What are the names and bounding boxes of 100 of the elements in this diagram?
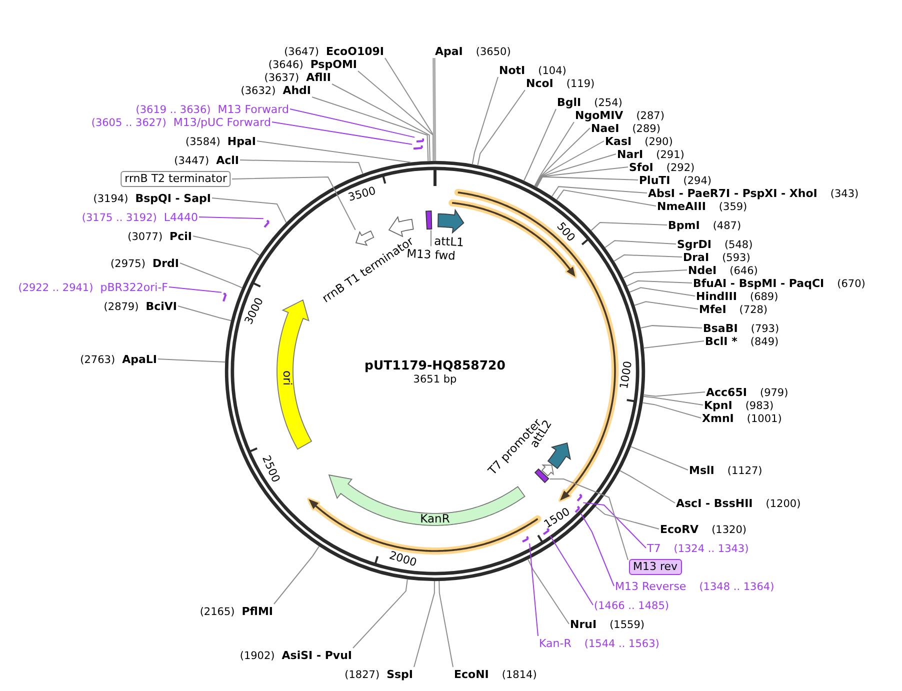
leader-line <box>438 580 454 668</box>
site-position: (1200) <box>766 498 801 511</box>
site-position: (983) <box>745 400 774 413</box>
site-position: (1001) <box>746 413 782 426</box>
primer-mark <box>414 137 424 144</box>
enzyme-name: KasI <box>605 135 632 148</box>
leader-line <box>430 230 432 247</box>
leader-line <box>595 506 660 530</box>
enzyme-name: SgrDI <box>677 238 712 251</box>
enzyme-name: BglI <box>557 96 582 109</box>
leader-line <box>272 122 413 145</box>
primer-mark <box>576 493 584 503</box>
leader-line <box>582 502 646 548</box>
enzyme-name: SspI <box>386 668 413 681</box>
enzyme-name: BspQI - SapI <box>135 192 211 205</box>
site-position: (3077) <box>128 231 163 244</box>
scale-label: 2500 <box>260 454 283 485</box>
primer-name: L4440 <box>164 211 198 224</box>
enzyme-name: PspOMI <box>310 58 357 71</box>
leader-line <box>312 96 429 162</box>
enzyme-name: EcoO109I <box>326 45 384 58</box>
site-position: (359) <box>718 201 748 214</box>
site-position: (3646) <box>268 59 304 72</box>
site-position: (2165) <box>200 606 235 619</box>
feature-mark <box>425 210 434 230</box>
site-position: (2879) <box>104 301 139 314</box>
primer-name: pBR322ori-F <box>100 281 168 294</box>
leader-line <box>630 446 688 470</box>
enzyme-name: MfeI <box>699 303 726 316</box>
leader-line <box>198 216 264 220</box>
enzyme-name: PflMI <box>242 605 273 618</box>
site-position: (646) <box>730 265 758 278</box>
leader-line <box>556 190 656 206</box>
enzyme-name: AsiSI - PvuI <box>282 649 352 662</box>
enzyme-name: Acc65I <box>706 386 747 399</box>
enzyme-name: AclI <box>216 154 239 167</box>
leader-line <box>529 542 538 636</box>
site-position: (849) <box>750 336 779 349</box>
plasmid-name: pUT1179-HQ858720 <box>364 358 506 372</box>
site-position: (287) <box>636 110 664 123</box>
enzyme-name: AbsI - PaeR7I - PspXI - XhoI <box>648 187 818 200</box>
enzyme-name: NaeI <box>591 122 620 135</box>
site-position: (3647) <box>284 46 319 59</box>
leader-line <box>274 546 320 604</box>
leader-line <box>527 558 570 624</box>
site-position: (3650) <box>476 46 511 59</box>
enzyme-name: KpnI <box>704 399 732 412</box>
enzyme-name: NgoMIV <box>575 109 624 122</box>
feature-mark <box>534 468 550 484</box>
site-position: (254) <box>594 97 622 110</box>
primer-position: (1544 .. 1563) <box>584 638 660 651</box>
site-position: (728) <box>739 304 768 317</box>
feature-tag: M13 rev <box>629 559 682 575</box>
site-position: (3447) <box>174 155 210 168</box>
leader-line <box>549 478 628 560</box>
primer-position: (1466 .. 1485) <box>594 600 669 613</box>
primer-position: (2922 .. 2941) <box>18 282 94 295</box>
leader-line <box>332 84 430 162</box>
site-position: (104) <box>538 65 566 78</box>
site-position: (343) <box>830 188 859 201</box>
site-position: (979) <box>760 387 788 400</box>
scale-label: 2000 <box>388 548 418 570</box>
leader-line <box>634 301 698 310</box>
primer-position: (1324 .. 1343) <box>674 543 749 556</box>
leader-line <box>614 254 682 262</box>
enzyme-name: EcoNI <box>454 668 489 681</box>
leader-line <box>192 236 260 256</box>
leader-line <box>240 160 364 174</box>
primer-name: M13 Reverse <box>615 580 686 593</box>
site-position: (2975) <box>110 258 146 271</box>
primer-position: (3175 .. 3192) <box>82 212 157 225</box>
enzyme-name: NotI <box>499 64 526 77</box>
site-position: (793) <box>750 323 780 336</box>
enzyme-name: EcoRV <box>660 523 699 536</box>
enzyme-name: ApaI <box>435 45 463 58</box>
enzyme-name: BfuAI - BspMI - PaqCI <box>693 277 824 290</box>
leader-line <box>626 280 692 286</box>
primer-name: T7 <box>647 542 661 555</box>
enzyme-name: PciI <box>170 230 192 243</box>
site-position: (548) <box>724 239 753 252</box>
site-position: (1320) <box>712 524 746 537</box>
leader-line <box>535 140 604 188</box>
primer-position: (1348 .. 1364) <box>699 581 774 594</box>
leader-line <box>642 396 704 406</box>
leader-line <box>643 392 706 397</box>
site-position: (289) <box>632 123 660 136</box>
enzyme-name: MslI <box>689 464 714 477</box>
scale-label: 3500 <box>347 184 378 204</box>
primer-mark <box>222 292 227 304</box>
feature-tag: rrnB T2 terminator <box>120 171 231 187</box>
leader-line <box>550 535 594 606</box>
leader-line <box>180 262 243 288</box>
scale-label: 3000 <box>242 296 266 326</box>
primer-mark <box>542 527 550 536</box>
feature-label: KanR <box>420 512 450 526</box>
enzyme-name: DrdI <box>152 257 179 270</box>
enzyme-name: BclI * <box>705 335 738 348</box>
leader-line <box>535 154 616 188</box>
site-position: (1559) <box>610 619 644 632</box>
leader-line <box>523 108 556 182</box>
